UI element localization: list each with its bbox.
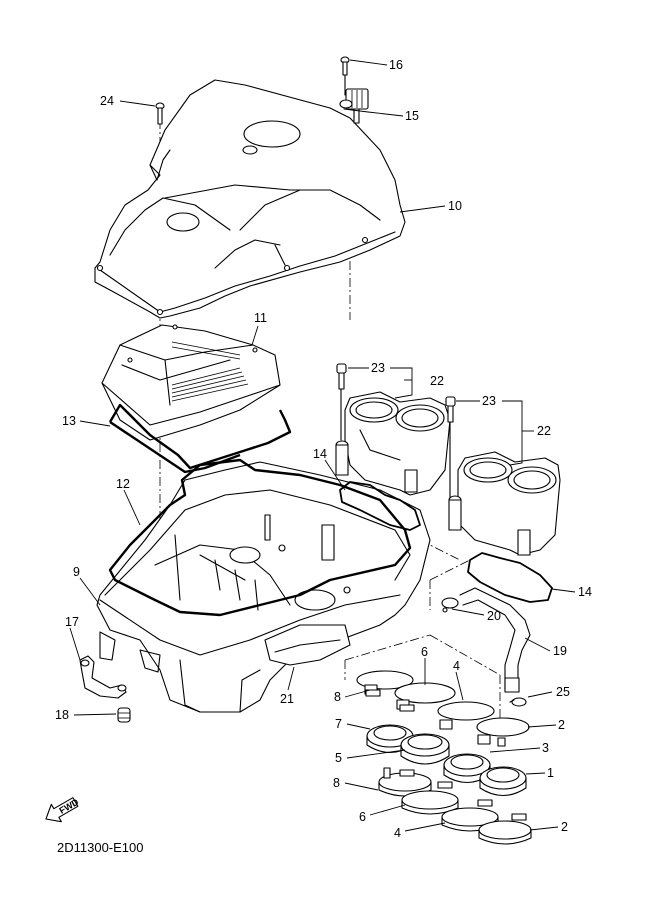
part-11-filter [101, 324, 281, 441]
callout-23-left: 23 [371, 361, 385, 375]
part-24-screw [155, 102, 165, 125]
callout-6-lower: 6 [359, 810, 366, 824]
callout-9: 9 [73, 565, 80, 579]
callout-13: 13 [62, 414, 76, 428]
part-14-gasket-left [339, 481, 421, 531]
callout-25: 25 [556, 685, 570, 699]
callout-12: 12 [116, 477, 130, 491]
callout-4-lower: 4 [394, 826, 401, 840]
part-3-joint [443, 753, 491, 784]
part-20-clamp [441, 597, 459, 613]
callout-15: 15 [405, 109, 419, 123]
part-15-sensor [339, 88, 369, 124]
part-2-clamp-upper [476, 717, 530, 747]
callout-5: 5 [335, 751, 342, 765]
part-23-bolt-right [445, 396, 456, 499]
callout-14-right: 14 [578, 585, 592, 599]
fwd-direction-badge: FWD [45, 797, 81, 823]
callout-labels: 24 16 15 10 11 23 22 23 22 13 14 12 9 14… [55, 58, 592, 840]
callout-7: 7 [335, 717, 342, 731]
part-14-gasket-right [467, 552, 553, 603]
part-18-grommet [117, 707, 131, 723]
callout-19: 19 [553, 644, 567, 658]
callout-8-lower: 8 [333, 776, 340, 790]
part-25-clip [509, 697, 527, 707]
part-22-joint-left [335, 391, 451, 496]
part-17-bracket [79, 655, 127, 699]
callout-24: 24 [100, 94, 114, 108]
drawing-code: 2D11300-E100 [57, 840, 144, 855]
callout-4-upper: 4 [453, 659, 460, 673]
part-8-screw-upper [365, 689, 415, 712]
part-21-duct [264, 624, 351, 666]
part-13-gasket [108, 403, 292, 470]
filter-mesh [171, 341, 249, 402]
part-19-hose [459, 587, 531, 693]
fwd-label: FWD [58, 797, 81, 816]
callout-23-right: 23 [482, 394, 496, 408]
leader-lines [69, 59, 576, 832]
callout-17: 17 [65, 615, 79, 629]
part-12-gasket [108, 458, 412, 617]
callout-6-upper: 6 [421, 645, 428, 659]
callout-21: 21 [280, 692, 294, 706]
part-5-joint [400, 733, 450, 765]
part-1-joint [479, 766, 527, 797]
part-4-clamp-upper [437, 701, 495, 730]
part-10-cover [94, 79, 406, 319]
part-8-clamp-lower [378, 767, 432, 797]
callout-22-left: 22 [430, 374, 444, 388]
part-2-clamp-lower [478, 813, 532, 845]
callout-14-left: 14 [313, 447, 327, 461]
callout-3: 3 [542, 741, 549, 755]
part-9-case [96, 461, 431, 713]
callout-2-lower: 2 [561, 820, 568, 834]
callout-16: 16 [389, 58, 403, 72]
callout-1: 1 [547, 766, 554, 780]
part-22-joint-right [448, 451, 561, 556]
callout-22-right: 22 [537, 424, 551, 438]
callout-18: 18 [55, 708, 69, 722]
part-16-screw [340, 56, 350, 96]
callout-2-upper: 2 [558, 718, 565, 732]
part-6-clamp-lower [401, 781, 459, 815]
callout-11: 11 [254, 311, 267, 325]
callout-10: 10 [448, 199, 462, 213]
part-23-bolt-left [336, 363, 347, 441]
callout-8-upper: 8 [334, 690, 341, 704]
callout-20: 20 [487, 609, 501, 623]
